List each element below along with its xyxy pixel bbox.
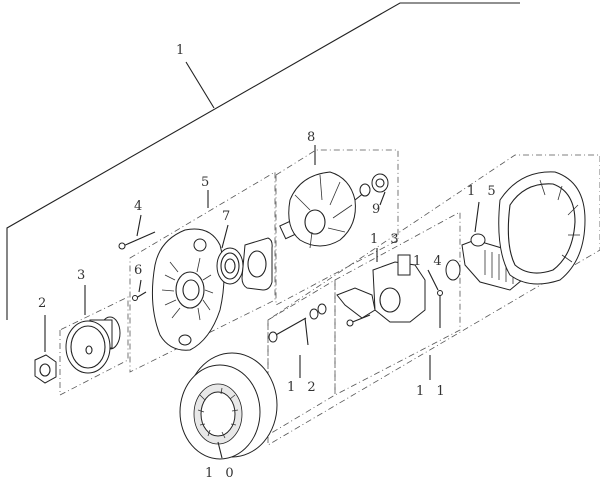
rear-housing (498, 171, 586, 285)
terminal-bolt-part-12 (268, 303, 327, 346)
leader-4 (136, 214, 142, 237)
bolt-part-4 (118, 231, 156, 250)
brush-part-14 (437, 259, 461, 328)
leader-10 (217, 441, 223, 459)
callout-2: 2 (38, 296, 51, 311)
group-box-brush (334, 211, 461, 396)
group-box-pulley (59, 296, 129, 396)
assembly-bracket-line (6, 2, 520, 320)
callout-7: 7 (222, 209, 235, 224)
callout-5: 5 (201, 175, 214, 190)
leader-6 (138, 279, 142, 293)
stator-part-10 (179, 352, 278, 460)
group-box-regulator (267, 279, 336, 436)
callout-9: 9 (372, 202, 385, 217)
callout-10: 1 0 (205, 466, 238, 481)
callout-15: 1 5 (467, 184, 500, 199)
front-housing-part-5 (151, 228, 225, 351)
group-box-front-housing (129, 171, 276, 373)
callout-11: 1 1 (416, 384, 449, 399)
callout-13: 1 3 (370, 232, 403, 247)
pulley-part-3 (65, 316, 121, 374)
leader-15 (474, 201, 480, 233)
callout-3: 3 (77, 268, 90, 283)
callout-8: 8 (307, 130, 320, 145)
rotor-part-8 (279, 171, 389, 249)
regulator-part-13 (336, 254, 426, 327)
screw-part-6 (132, 291, 147, 301)
leader-14 (427, 269, 439, 291)
callout-12: 1 2 (287, 380, 320, 395)
leader-9 (379, 191, 386, 206)
nut-part-2 (34, 354, 57, 384)
leader-1 (185, 61, 215, 109)
group-box-rotor (275, 149, 399, 306)
bearing-part-7 (216, 237, 273, 291)
callout-4: 4 (134, 199, 147, 214)
callout-1: 1 (176, 43, 189, 58)
leader-7 (221, 224, 229, 249)
callout-6: 6 (134, 263, 147, 278)
callout-14: 1 4 (413, 254, 446, 269)
